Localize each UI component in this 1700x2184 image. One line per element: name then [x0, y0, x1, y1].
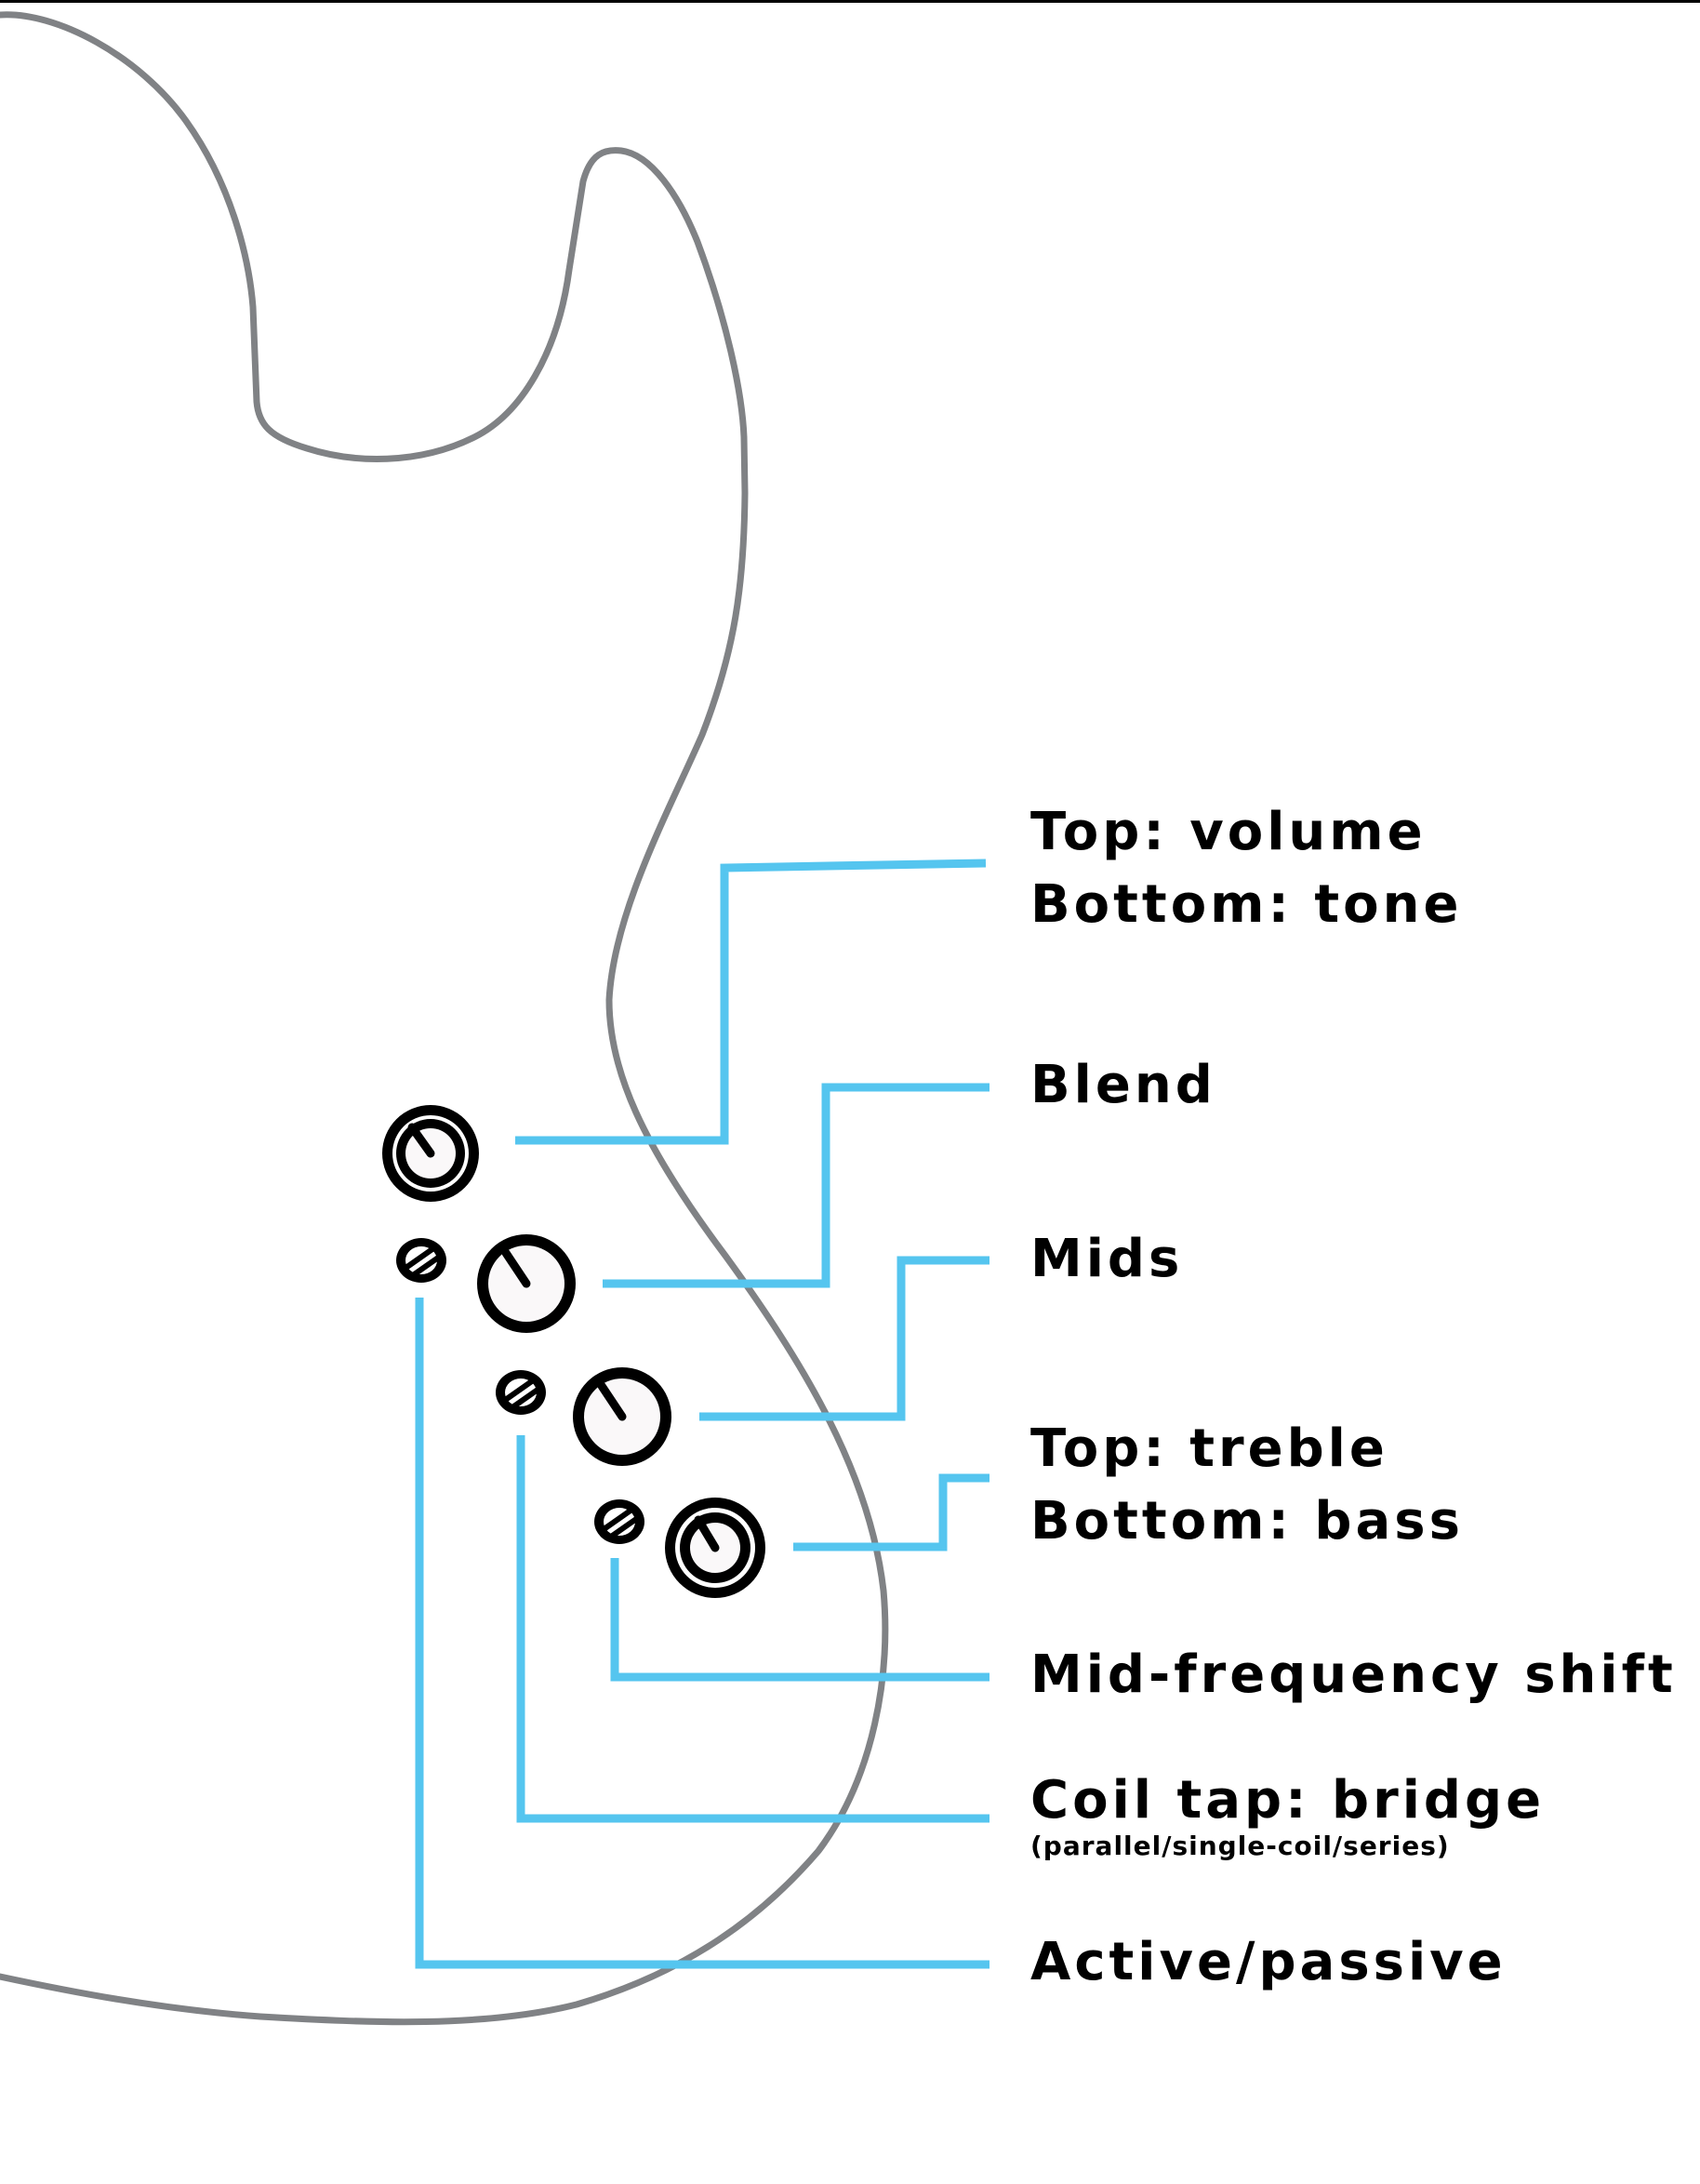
mid-frequency-switch[interactable] — [594, 1499, 644, 1544]
label-mid-frequency-text: Mid-frequency shift — [1030, 1645, 1677, 1705]
label-blend: Blend — [1030, 1049, 1216, 1122]
knob-pointer-icon — [597, 1381, 627, 1421]
volume-tone-knob[interactable] — [382, 1105, 479, 1202]
label-treble-line: Top: treble — [1030, 1418, 1388, 1479]
label-volume-tone: Top: volume Bottom: tone — [1030, 796, 1463, 941]
leader-line-volume-tone — [515, 859, 987, 1145]
label-blend-text: Blend — [1030, 1055, 1216, 1115]
knob-pointer-icon — [501, 1248, 531, 1288]
leader-line-active-passive — [415, 1298, 989, 1969]
leader-line-mids — [699, 1256, 989, 1421]
knob-pointer-icon — [694, 1515, 720, 1552]
mids-knob[interactable] — [573, 1367, 671, 1466]
coil-tap-switch[interactable] — [496, 1370, 546, 1415]
treble-bass-knob[interactable] — [665, 1498, 765, 1598]
label-volume-line: Top: volume — [1030, 802, 1427, 862]
label-bass-line: Bottom: bass — [1030, 1491, 1464, 1551]
leader-line-treble-bass — [793, 1473, 989, 1551]
label-active-passive-text: Active/passive — [1030, 1932, 1507, 1992]
guitar-body-outline — [0, 11, 889, 2026]
label-coil-tap-text: Coil tap: bridge — [1030, 1770, 1546, 1831]
top-border — [0, 0, 1700, 3]
label-mids-text: Mids — [1030, 1229, 1184, 1289]
leader-line-blend — [603, 1083, 989, 1288]
label-coil-tap-note: (parallel/single-coil/series) — [1030, 1831, 1450, 1861]
label-coil-tap: Coil tap: bridge (parallel/single-coil/s… — [1030, 1765, 1545, 1861]
active-passive-switch[interactable] — [396, 1238, 446, 1283]
label-mid-frequency-shift: Mid-frequency shift — [1030, 1639, 1677, 1711]
leader-line-mid-frequency-shift — [610, 1558, 989, 1682]
knob-pointer-icon — [407, 1123, 435, 1158]
label-treble-bass: Top: treble Bottom: bass — [1030, 1413, 1464, 1558]
label-tone-line: Bottom: tone — [1030, 874, 1463, 935]
leader-line-coil-tap — [516, 1435, 989, 1823]
blend-knob[interactable] — [477, 1234, 576, 1333]
label-mids: Mids — [1030, 1223, 1183, 1296]
label-active-passive: Active/passive — [1030, 1926, 1507, 1999]
